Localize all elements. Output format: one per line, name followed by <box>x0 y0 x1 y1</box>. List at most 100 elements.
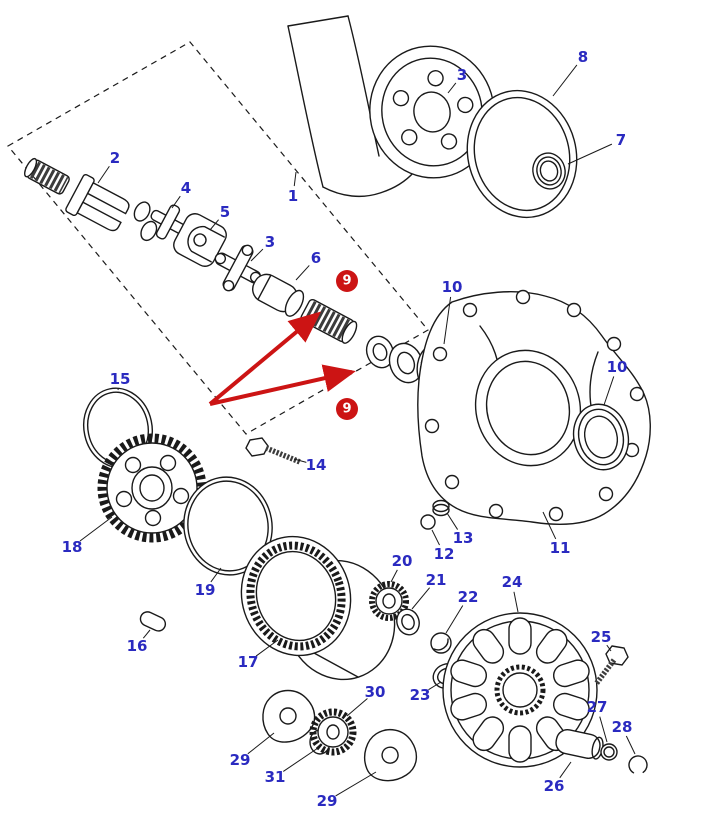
part-number-label: 7 <box>616 131 626 149</box>
part-number-label: 29 <box>317 792 338 810</box>
housing-bolt-hole <box>432 346 448 362</box>
label-leader-line <box>606 644 612 652</box>
housing-bolt-hole <box>548 506 564 522</box>
washer-bore <box>401 613 415 631</box>
cross-journal-3 <box>214 244 262 292</box>
seal-washer <box>388 342 424 384</box>
gear-bore <box>382 593 396 609</box>
seal-mid <box>536 156 562 186</box>
part-number-label: 25 <box>591 628 612 646</box>
bearing-cup <box>140 220 158 242</box>
label-leader-line <box>428 681 442 691</box>
label-leader-line <box>335 771 377 797</box>
highlight-badge <box>336 270 358 292</box>
part-number-label: 10 <box>607 358 628 376</box>
gear-face <box>375 587 403 615</box>
washer-outer <box>365 335 395 369</box>
part-number-label: 2 <box>110 149 120 167</box>
yoke-arm-upper <box>86 181 130 215</box>
washer-bore <box>396 351 416 375</box>
part-number-label: 26 <box>544 777 565 795</box>
ball-12 <box>420 514 436 530</box>
gear-hole <box>172 487 190 505</box>
label-leader-line <box>293 458 307 463</box>
flange-center-bore <box>413 91 451 133</box>
axle-housing-11 <box>417 289 651 526</box>
label-leader-line <box>247 732 275 755</box>
o-ring-inner <box>603 746 615 758</box>
gear-hole <box>144 509 162 527</box>
bracket-outer-edge <box>287 25 324 188</box>
part-number-label: 17 <box>238 653 259 671</box>
label-leader-line <box>390 569 398 583</box>
part-number-label: 29 <box>230 751 251 769</box>
part-number-label: 3 <box>457 66 467 84</box>
yoke-arm-lower <box>76 201 122 232</box>
bore-outer <box>474 349 582 467</box>
carrier-spline-bore <box>494 664 546 716</box>
part-number-label: 10 <box>442 278 463 296</box>
label-leader-line <box>283 747 319 772</box>
part-number-label: 3 <box>265 233 275 251</box>
label-leader-line <box>346 698 368 717</box>
splined-stub-2 <box>24 157 70 195</box>
plug-parts <box>420 499 450 530</box>
housing-bolt-hole <box>606 336 622 352</box>
cup-yoke-hole <box>193 233 207 247</box>
gear-teeth <box>309 708 357 756</box>
label-leader-line <box>79 516 113 542</box>
label-leader-line <box>295 265 310 281</box>
highlight-badge <box>336 398 358 420</box>
part-number-label: 15 <box>110 370 131 388</box>
gear-bore <box>139 474 165 502</box>
plate-body <box>363 728 418 782</box>
drum-bottom-edge <box>313 652 359 678</box>
label-leader-line <box>255 639 279 657</box>
bolt-25 <box>593 645 629 686</box>
part-number-label: 23 <box>410 686 431 704</box>
ring-outer <box>183 476 273 576</box>
assembly-boundary-box <box>7 41 429 435</box>
part-number-label: 11 <box>550 539 571 557</box>
ring-gear-17 <box>240 535 396 681</box>
yoke-fork <box>65 174 130 232</box>
carrier-slot <box>508 725 532 763</box>
part-number-label: 16 <box>127 637 148 655</box>
coupling-step <box>257 275 272 300</box>
shaft-end <box>341 320 358 344</box>
label-leader-line <box>210 567 222 583</box>
part-number-label: 13 <box>453 529 474 547</box>
part-number-label: 30 <box>365 683 386 701</box>
label-leader-line <box>142 629 151 639</box>
label-leader-line <box>567 143 613 165</box>
plate-hole <box>381 746 399 764</box>
carrier-slot <box>552 692 590 721</box>
seal-bore <box>583 415 619 459</box>
flange-bolt-hole <box>457 96 474 114</box>
housing-bolt-hole <box>424 418 440 434</box>
part-number-label: 27 <box>587 698 608 716</box>
seal-bore <box>539 160 559 182</box>
housing-bolt-hole <box>566 302 582 318</box>
carrier-slot <box>450 692 488 721</box>
housing-bolt-hole <box>444 474 460 490</box>
spline-hatch <box>303 301 353 342</box>
gasket-inner <box>473 96 571 212</box>
cap-13 <box>432 499 450 513</box>
gear-hole <box>159 454 177 472</box>
bore-inner <box>485 360 571 456</box>
gear-bore <box>326 724 340 740</box>
label-leader-line <box>599 716 608 743</box>
part-number-label: 18 <box>62 538 83 556</box>
gear-teeth <box>369 581 409 621</box>
housing-bore <box>474 349 582 467</box>
label-leader-line <box>411 587 431 610</box>
label-leader-line <box>446 512 459 530</box>
label-leader-line <box>97 165 110 184</box>
plate-hole <box>279 707 297 725</box>
planet-carrier-24 <box>442 612 598 768</box>
label-leader-line <box>447 82 457 94</box>
bearing-cup <box>133 201 151 222</box>
part-number-label: 6 <box>311 249 321 267</box>
